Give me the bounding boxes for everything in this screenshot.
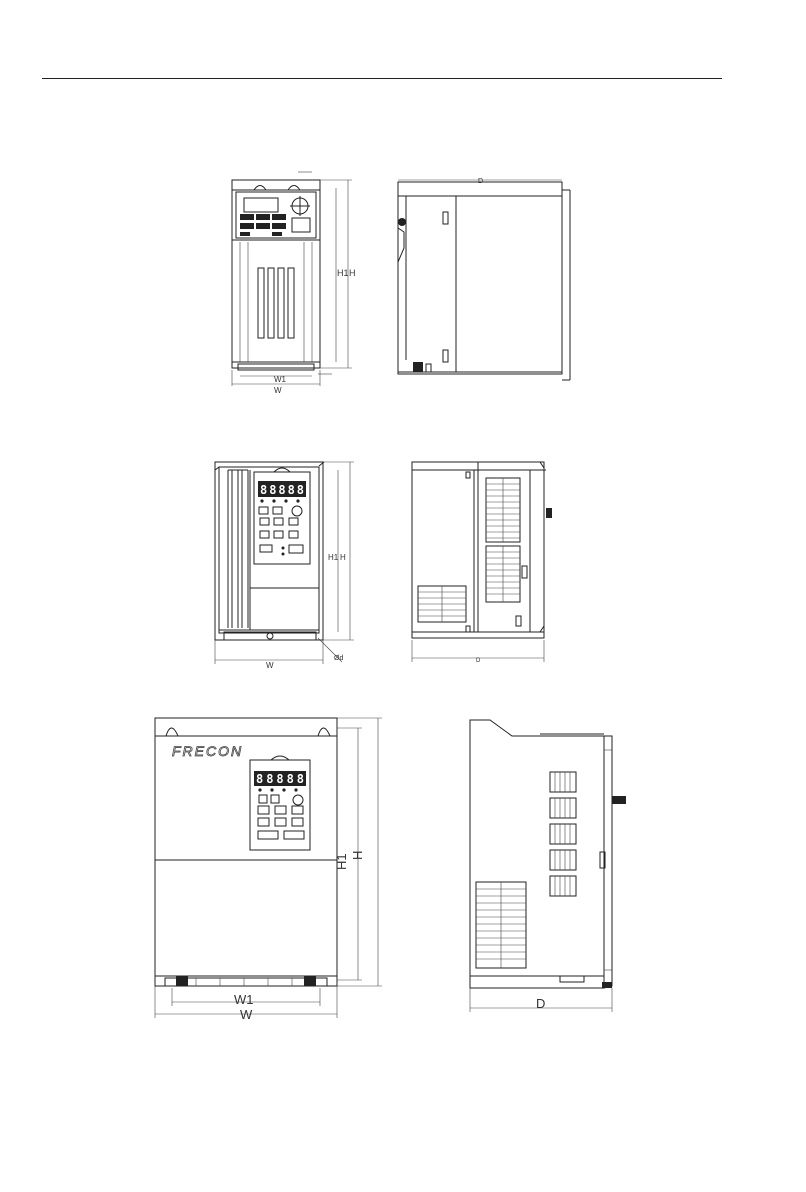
large-front-w1-label: W1: [234, 992, 254, 1007]
medium-front-hole-label: Ød: [334, 655, 343, 662]
large-keypad-display: 88888: [256, 772, 304, 786]
medium-keypad-display: 88888: [260, 483, 304, 497]
medium-front-h1-label: H1: [328, 553, 339, 562]
medium-front-h-label: H: [340, 553, 346, 562]
small-front-w1-label: W1: [274, 375, 287, 384]
medium-side-d-label: D: [476, 658, 481, 664]
small-side-d-label: D: [478, 178, 483, 185]
large-side-vents: [476, 772, 576, 968]
medium-side-view: [412, 462, 552, 662]
frecon-logo: FRECON: [172, 743, 243, 759]
medium-front-w-label: W: [266, 661, 274, 670]
large-side-view: [470, 720, 626, 1012]
small-front-view: [232, 172, 352, 386]
small-side-view: [398, 180, 570, 380]
large-front-h1-label: H1: [334, 853, 349, 870]
large-side-d-label: D: [536, 996, 545, 1011]
small-front-w-label: W: [274, 386, 282, 395]
small-front-h-label: H: [349, 268, 356, 278]
large-front-h-label: H: [350, 851, 365, 860]
small-front-h1-label: H1: [337, 268, 349, 278]
large-front-w-label: W: [240, 1007, 253, 1022]
